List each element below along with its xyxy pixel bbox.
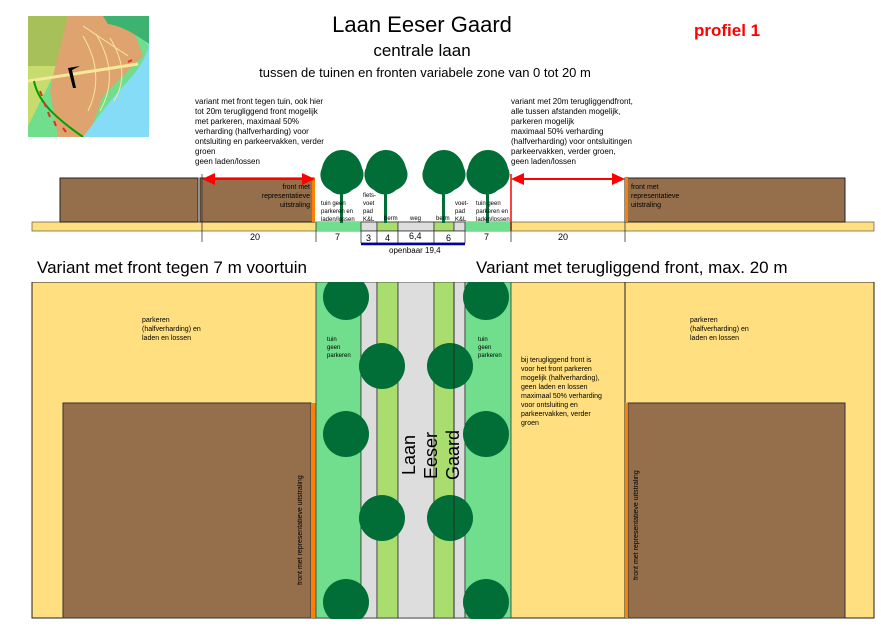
- plan-path-left: [360, 282, 378, 619]
- plan-front-line-left: [311, 403, 316, 618]
- dim-label: 7: [484, 232, 490, 242]
- public-label: openbaar 19,4: [389, 246, 441, 255]
- page-description: tussen de tuinen en fronten variabele zo…: [259, 65, 591, 80]
- plan-left-front-label: front met representatieve uitstraling: [297, 475, 304, 585]
- dim-label: 7: [335, 232, 341, 242]
- tree-icon: [427, 495, 473, 541]
- zone-label-verge-right: berm: [436, 216, 450, 222]
- tree-icon: [359, 495, 405, 541]
- plan-heading-right: Variant met terugliggend front, max. 20 …: [476, 258, 788, 277]
- page-title: Laan Eeser Gaard: [332, 12, 512, 37]
- plan-road: [397, 282, 435, 619]
- front-line-left: [312, 178, 315, 222]
- plan-setback-note: bij terugliggend front is voor het front…: [521, 357, 602, 427]
- dim-label: 20: [250, 232, 261, 242]
- plan-road-name: Laan Eeser Gaard: [399, 429, 463, 481]
- dim-label: 3: [366, 233, 372, 243]
- building-left: [199, 177, 315, 223]
- profile-label: profiel 1: [694, 21, 761, 40]
- left-variant-note: variant met front tegen tuin, ook hier t…: [195, 97, 324, 166]
- building-right: [624, 177, 846, 223]
- plan-verge-left: [376, 282, 399, 619]
- zone-label-garden-right: tuin geen parkeren en laden/lossen: [476, 201, 510, 223]
- tree-icon: [463, 282, 509, 320]
- zone-label-verge-left: berm: [384, 216, 398, 222]
- zone-label-path-left: fiets- voet pad K&L: [363, 193, 377, 223]
- plan-front-line-right: [625, 403, 628, 618]
- plan-building-right: [627, 402, 846, 619]
- dim-label: 4: [385, 233, 391, 243]
- plan-right-front-label: front met representatieve uitstraling: [633, 470, 640, 580]
- dim-label: 6,4: [409, 231, 422, 241]
- tree-icon: [323, 282, 369, 320]
- tree-icon: [320, 150, 364, 223]
- tree-icon: [463, 411, 509, 457]
- right-front-label: front met representatieve uitstraling: [631, 184, 680, 209]
- section-trees: [320, 150, 510, 223]
- zone-label-garden-left: tuin geen parkeren en laden/lossen: [321, 201, 355, 223]
- tree-icon: [463, 579, 509, 625]
- plan-garden-left-label: tuin geen parkeren: [327, 337, 351, 359]
- tree-icon: [364, 150, 408, 223]
- location-map: [28, 16, 149, 137]
- plan-view: [0, 282, 881, 630]
- right-variant-note: variant met 20m terugliggendfront, alle …: [511, 97, 633, 166]
- building-far-left: [59, 177, 199, 223]
- plan-garden-right-label: tuin geen parkeren: [478, 337, 502, 359]
- setback-arrow-left: [202, 173, 315, 185]
- front-line-right: [625, 178, 628, 222]
- tree-icon: [427, 343, 473, 389]
- tree-icon: [422, 150, 466, 223]
- tree-icon: [323, 411, 369, 457]
- tree-icon: [323, 579, 369, 625]
- left-front-label: front met representatieve uitstraling: [261, 184, 310, 209]
- plan-heading-left: Variant met front tegen 7 m voortuin: [37, 258, 307, 277]
- plan-left-parking-label: parkeren (halfverharding) en laden en lo…: [142, 317, 201, 342]
- cross-section: [31, 150, 875, 246]
- dim-label: 6: [446, 233, 452, 243]
- tree-icon: [359, 343, 405, 389]
- plan-building-left: [62, 402, 312, 619]
- page-subtitle: centrale laan: [373, 41, 471, 60]
- zone-label-path-right: voet- pad K&L: [455, 201, 469, 223]
- zone-label-road: weg: [410, 216, 422, 222]
- dim-label: 20: [558, 232, 569, 242]
- tree-icon: [466, 150, 510, 223]
- setback-arrow-right: [511, 173, 625, 185]
- plan-right-parking-label: parkeren (halfverharding) en laden en lo…: [690, 317, 749, 342]
- plan-trees: [323, 282, 509, 625]
